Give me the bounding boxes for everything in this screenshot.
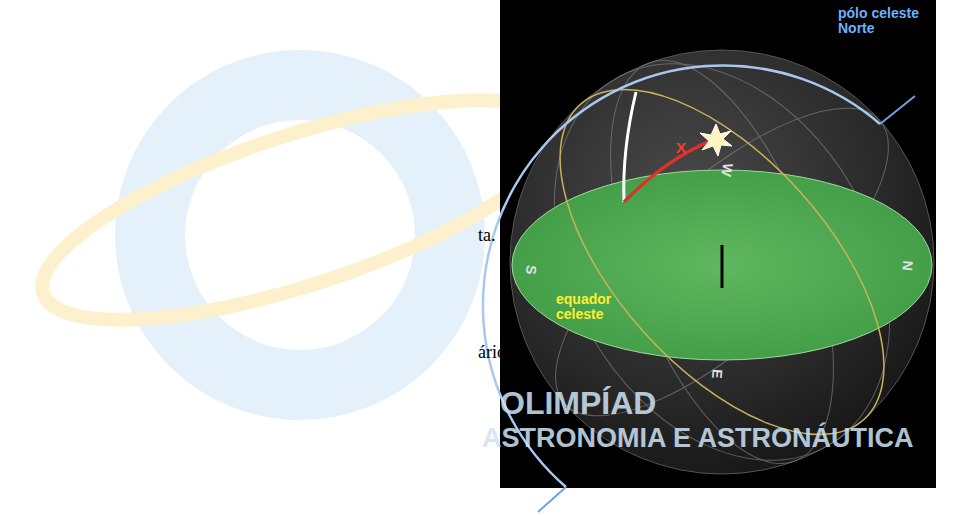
cardinal-label: N (899, 260, 915, 271)
image-panel (500, 0, 936, 488)
cardinal-label: W (718, 162, 735, 178)
cardinal-label: S (523, 264, 539, 275)
cardinal-label: E (709, 368, 725, 379)
observer-mark (721, 245, 724, 288)
arc-label: X (676, 140, 686, 157)
north-pole-axis (880, 96, 915, 124)
watermark-text: ASTRONOMIA E ASTRONÁUTICA (482, 424, 914, 454)
hour-angle-arc (624, 92, 636, 202)
declination-arc (624, 140, 712, 202)
star (700, 124, 732, 156)
horizon-plane (512, 170, 932, 360)
equator-label: equador celeste (556, 292, 618, 323)
cut-text: ta. (478, 226, 496, 246)
cut-text: ário. (478, 343, 510, 363)
watermark-logo (20, 55, 580, 385)
watermark-text: OLIMPÍAD (500, 386, 656, 421)
south-pole-axis (538, 487, 566, 512)
celestial-equator (502, 34, 942, 490)
pole-label: pólo celeste Norte (838, 6, 933, 37)
